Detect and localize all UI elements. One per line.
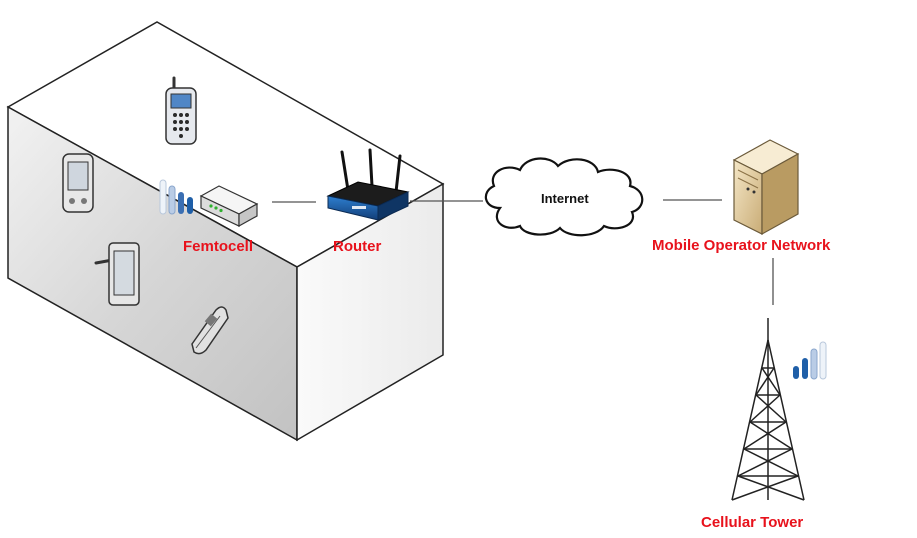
mobile-operator-network-label: Mobile Operator Network [652, 237, 831, 254]
pda-icon [62, 153, 94, 213]
cellular-tower-label: Cellular Tower [701, 514, 803, 531]
signal-bars-icon [793, 341, 827, 380]
femtocell-label: Femtocell [183, 238, 253, 255]
building-icon [6, 21, 445, 442]
router-icon [326, 148, 410, 221]
flip-phone-icon [191, 306, 229, 355]
cell-tower-icon [731, 318, 805, 501]
cloud-icon [484, 157, 644, 237]
mobile-phone-icon [165, 76, 197, 145]
internet-label: Internet [541, 191, 589, 206]
signal-bars-icon [159, 179, 193, 215]
server-icon [732, 139, 800, 236]
connection-lines [272, 199, 774, 305]
femtocell-icon [199, 185, 259, 228]
router-label: Router [333, 238, 381, 255]
tablet-icon [94, 242, 140, 306]
